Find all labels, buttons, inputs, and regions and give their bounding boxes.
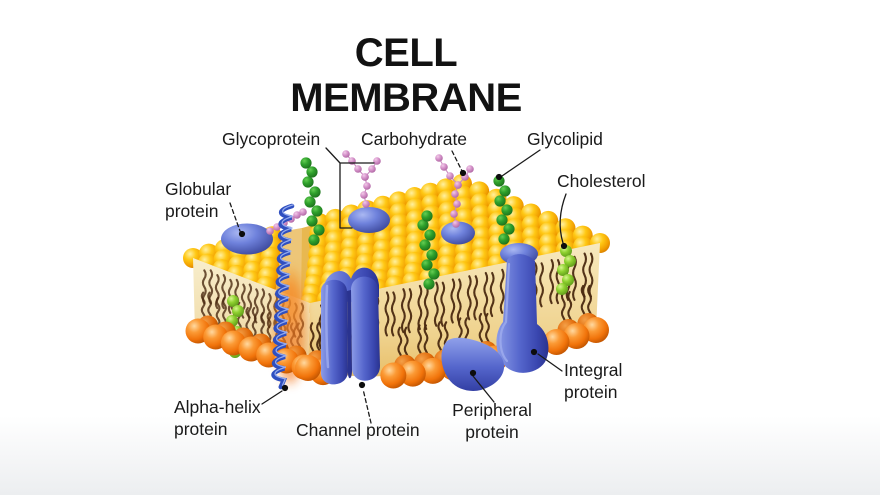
pointer-dot	[358, 381, 366, 389]
page-title: CELL MEMBRANE	[290, 31, 522, 120]
pointer-dot	[469, 369, 477, 377]
channel-protein-shape	[320, 267, 380, 385]
label-alpha-helix-protein: Alpha-helix protein	[174, 397, 261, 439]
pointer-dot	[238, 230, 246, 238]
peripheral-protein-shape	[441, 337, 505, 391]
globular-protein-shape	[221, 223, 273, 255]
surface-proteins	[221, 207, 475, 255]
pointer-lines	[229, 147, 568, 424]
label-globular-protein: Globular protein	[165, 179, 232, 221]
integral-protein-shape	[496, 243, 549, 373]
label-peripheral-protein: Peripheral protein	[452, 400, 532, 442]
label-glycoprotein: Glycoprotein	[222, 129, 321, 149]
glycoprotein-shape	[348, 207, 390, 233]
glycolipid-chains	[300, 157, 515, 290]
alpha-helix-shape	[271, 203, 295, 390]
label-cholesterol: Cholesterol	[557, 171, 646, 191]
carbohydrate-dome-shape	[441, 221, 475, 245]
label-carbohydrate: Carbohydrate	[361, 129, 468, 149]
pointer-dot	[530, 348, 538, 356]
pointer-dot	[459, 169, 467, 177]
pointer-dot	[560, 242, 568, 250]
label-integral-protein: Integral protein	[564, 360, 623, 402]
label-glycolipid: Glycolipid	[527, 129, 603, 149]
label-channel-protein: Channel protein	[296, 420, 420, 440]
pointer-dot	[281, 384, 289, 392]
pointer-dot	[495, 173, 503, 181]
